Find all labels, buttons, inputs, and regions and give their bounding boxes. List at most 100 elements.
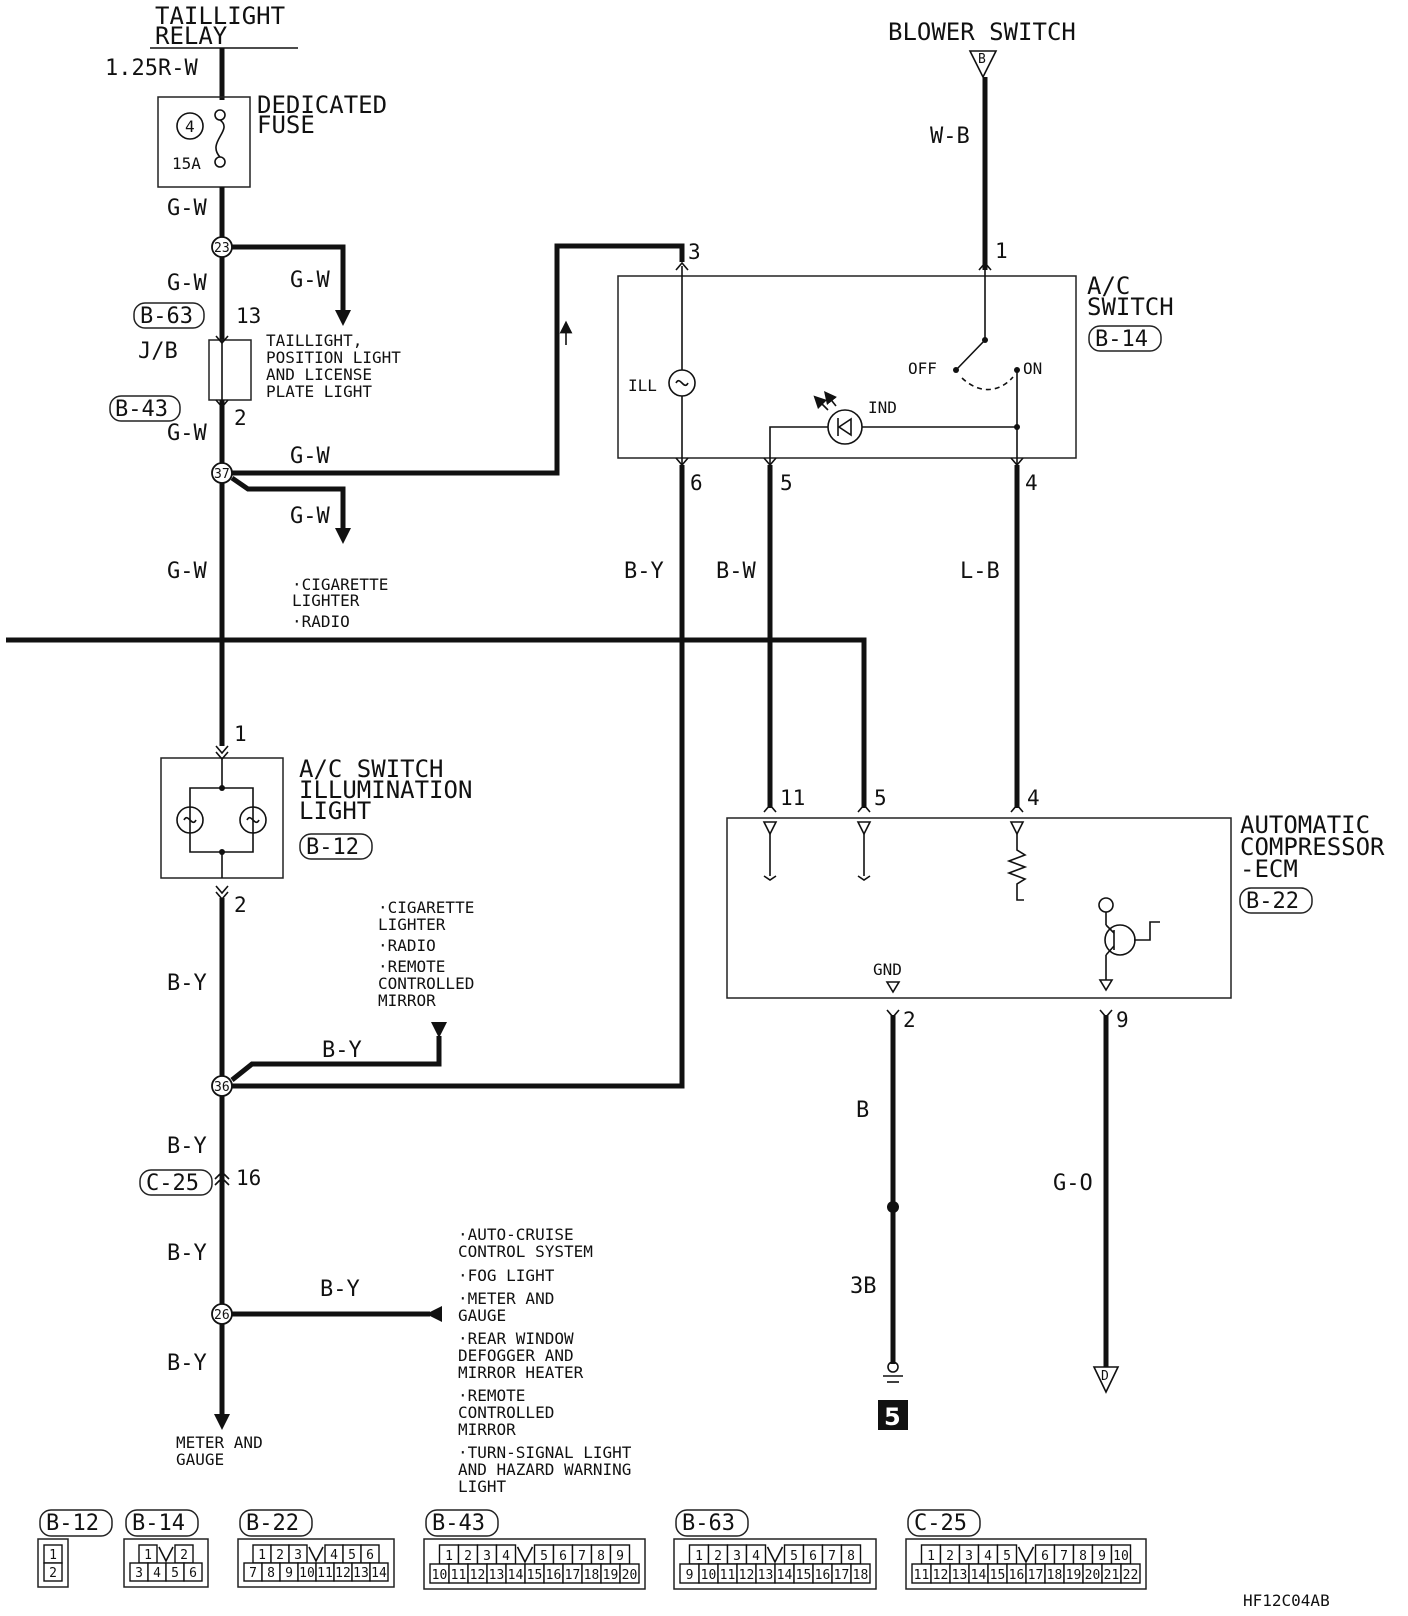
svg-text:2: 2 (946, 1549, 954, 1564)
svg-text:ILLUMINATION: ILLUMINATION (299, 776, 472, 804)
svg-text:2: 2 (903, 1008, 916, 1032)
svg-text:3B: 3B (850, 1274, 877, 1299)
blower-switch-terminal: B (968, 50, 998, 79)
svg-text:1: 1 (927, 1549, 935, 1564)
svg-text:TAILLIGHT: TAILLIGHT (155, 2, 285, 30)
svg-text:4: 4 (752, 1549, 760, 1564)
svg-text:B-Y: B-Y (320, 1277, 360, 1302)
svg-text:7: 7 (578, 1549, 586, 1564)
svg-text:1: 1 (258, 1548, 266, 1563)
svg-text:21: 21 (1104, 1568, 1120, 1583)
svg-text:9: 9 (285, 1566, 293, 1581)
svg-text:17: 17 (1028, 1568, 1044, 1583)
svg-text:3: 3 (294, 1548, 302, 1563)
svg-text:1: 1 (49, 1548, 57, 1563)
svg-text:COMPRESSOR: COMPRESSOR (1240, 833, 1385, 861)
svg-text:·REMOTE: ·REMOTE (458, 1386, 525, 1405)
svg-text:14: 14 (508, 1568, 524, 1583)
splice-23: 23 (211, 236, 233, 258)
svg-text:2: 2 (464, 1549, 472, 1564)
svg-text:17: 17 (834, 1568, 850, 1583)
connector-pin-cell (369, 1562, 389, 1582)
svg-text:8: 8 (847, 1549, 855, 1564)
svg-text:2: 2 (234, 893, 247, 917)
svg-text:12: 12 (739, 1568, 755, 1583)
svg-text:AUTOMATIC: AUTOMATIC (1240, 811, 1370, 839)
svg-text:GAUGE: GAUGE (458, 1306, 506, 1325)
svg-text:11: 11 (317, 1566, 333, 1581)
svg-text:·RADIO: ·RADIO (292, 612, 350, 631)
svg-text:19: 19 (1066, 1568, 1082, 1583)
svg-text:13: 13 (952, 1568, 968, 1583)
svg-text:AND LICENSE: AND LICENSE (266, 365, 372, 384)
svg-text:6: 6 (366, 1548, 374, 1563)
svg-text:3: 3 (483, 1549, 491, 1564)
connector-face-tag: B-43 (432, 1511, 485, 1536)
svg-text:18: 18 (853, 1568, 869, 1583)
svg-text:14: 14 (971, 1568, 987, 1583)
svg-text:10: 10 (432, 1568, 448, 1583)
svg-text:6: 6 (809, 1549, 817, 1564)
svg-text:LIGHTER: LIGHTER (378, 915, 446, 934)
svg-text:A/C: A/C (1087, 272, 1130, 300)
svg-text:6: 6 (690, 471, 703, 495)
svg-text:D: D (1101, 1369, 1109, 1384)
ground-5: 5 (878, 1361, 908, 1431)
svg-text:6: 6 (1041, 1549, 1049, 1564)
svg-text:2: 2 (234, 406, 247, 430)
splice-36: 36 (211, 1075, 233, 1097)
svg-text:G-W: G-W (290, 268, 330, 293)
ac-switch-illumination-light (160, 745, 284, 901)
connector-face-tag: C-25 (914, 1511, 967, 1536)
svg-text:POSITION LIGHT: POSITION LIGHT (266, 348, 401, 367)
ac-switch: A/C SWITCH B-14 ILL OFF ON IND (617, 261, 1174, 470)
svg-text:ILL: ILL (628, 376, 657, 395)
svg-text:14: 14 (371, 1566, 387, 1581)
svg-text:RELAY: RELAY (155, 22, 228, 50)
svg-text:G-W: G-W (290, 444, 330, 469)
svg-text:B-W: B-W (716, 559, 756, 584)
connector-pin-cell (1120, 1563, 1141, 1584)
svg-text:5: 5 (1003, 1549, 1011, 1564)
svg-text:3: 3 (733, 1549, 741, 1564)
connector-pin-cell (850, 1563, 871, 1584)
svg-text:4: 4 (153, 1566, 161, 1581)
svg-text:B-Y: B-Y (322, 1038, 362, 1063)
svg-text:SWITCH: SWITCH (1087, 293, 1174, 321)
svg-text:7: 7 (1060, 1549, 1068, 1564)
svg-text:3: 3 (135, 1566, 143, 1581)
svg-text:10: 10 (299, 1566, 315, 1581)
svg-text:GAUGE: GAUGE (176, 1450, 224, 1469)
blower-switch-label: BLOWER SWITCH (888, 18, 1076, 46)
svg-text:CONTROLLED: CONTROLLED (378, 974, 474, 993)
resistor-icon (1006, 834, 1028, 901)
ecm-label: AUTOMATIC COMPRESSOR -ECM B-22 (1239, 811, 1385, 914)
svg-text:13: 13 (758, 1568, 774, 1583)
svg-text:7: 7 (828, 1549, 836, 1564)
svg-text:MIRROR: MIRROR (458, 1420, 516, 1439)
svg-text:LIGHT: LIGHT (299, 797, 371, 825)
terminal-d: D (1092, 1366, 1120, 1394)
svg-text:G-W: G-W (290, 504, 330, 529)
illum-bulb-icon (239, 806, 267, 834)
svg-text:12: 12 (335, 1566, 351, 1581)
svg-text:METER AND: METER AND (176, 1433, 263, 1452)
svg-text:1: 1 (995, 239, 1008, 263)
svg-text:-ECM: -ECM (1240, 855, 1298, 883)
svg-text:MIRROR: MIRROR (378, 991, 436, 1010)
svg-text:4: 4 (1027, 786, 1040, 810)
svg-text:16: 16 (236, 1166, 261, 1190)
svg-text:DEFOGGER AND: DEFOGGER AND (458, 1346, 574, 1365)
illum-bulb-icon (176, 806, 204, 834)
svg-text:5: 5 (540, 1549, 548, 1564)
svg-text:B-Y: B-Y (167, 1134, 207, 1159)
svg-text:1: 1 (695, 1549, 703, 1564)
svg-text:4: 4 (330, 1548, 338, 1563)
svg-text:J/B: J/B (138, 339, 178, 364)
